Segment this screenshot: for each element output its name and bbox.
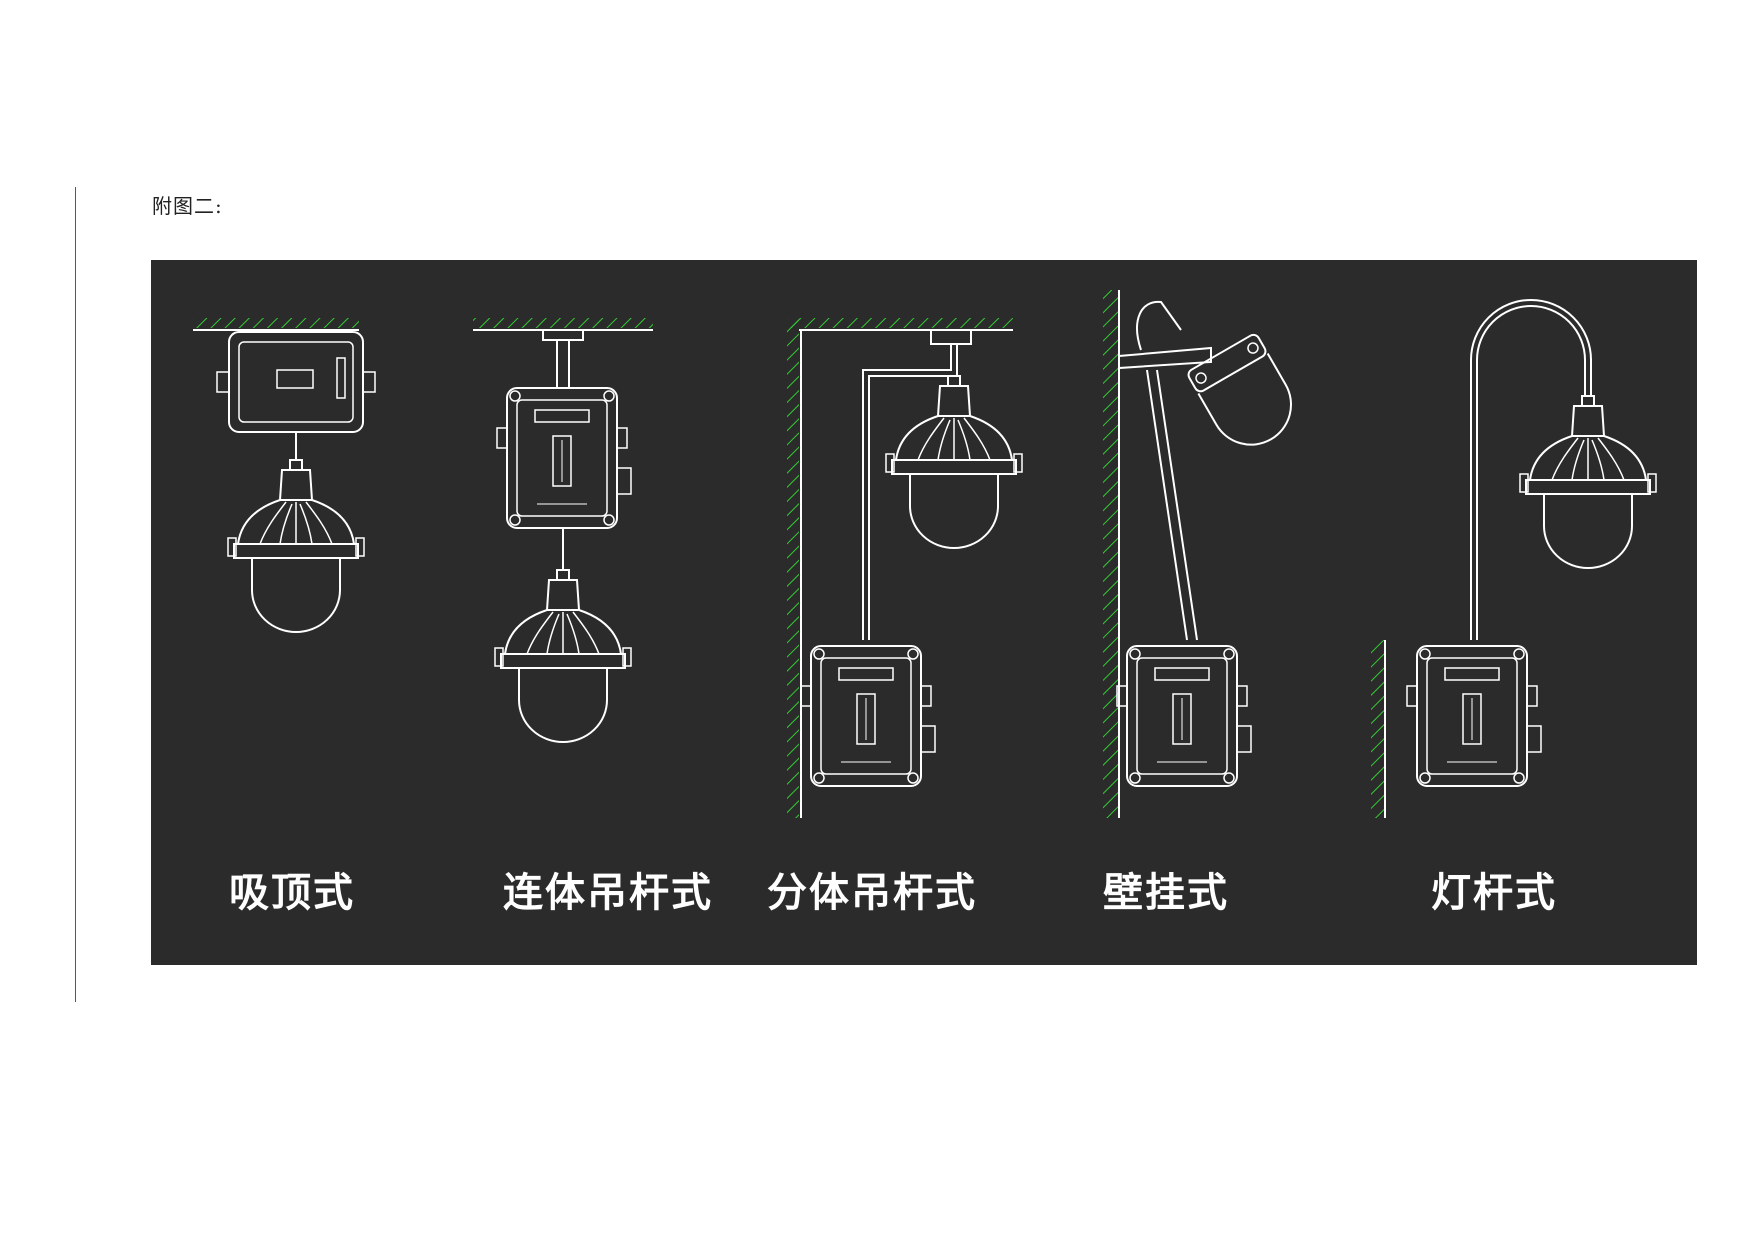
wall-mount-drawing bbox=[1103, 290, 1292, 818]
mount-label-ceiling: 吸顶式 bbox=[229, 870, 355, 916]
mount-label-wall: 壁挂式 bbox=[1103, 870, 1229, 916]
mount-label-integrated-pendant: 连体吊杆式 bbox=[503, 870, 713, 916]
pole-mount-drawing bbox=[1371, 299, 1657, 818]
mount-label-pole: 灯杆式 bbox=[1431, 870, 1557, 916]
integrated-pendant-drawing bbox=[473, 318, 653, 743]
mounting-drawings bbox=[193, 290, 1657, 818]
page-margin-line bbox=[75, 187, 76, 1002]
ceiling-mount-drawing bbox=[193, 318, 376, 633]
mounting-types-figure: 吸顶式 连体吊杆式 分体吊杆式 壁挂式 灯杆式 bbox=[151, 260, 1697, 965]
figure-caption: 附图二: bbox=[152, 194, 223, 218]
mount-label-separate-pendant: 分体吊杆式 bbox=[767, 870, 977, 916]
separate-pendant-drawing bbox=[787, 318, 1023, 818]
